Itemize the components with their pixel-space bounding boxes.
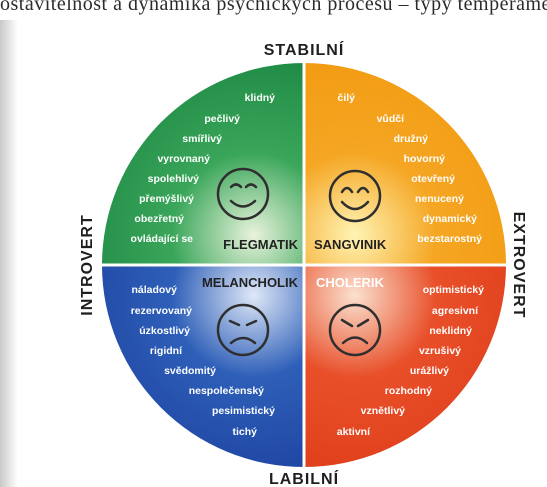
axis-right-label: EXTROVERT [510,212,527,319]
flegmatik-trait: klidný [245,92,276,104]
sangvinik-quadrant [304,63,506,265]
happy-face-icon [328,169,382,223]
flegmatik-label: FLEGMATIK [223,237,298,252]
cholerik-trait: rozhodný [385,385,432,397]
flegmatik-trait: smířlivý [182,133,222,145]
sangvinik-trait: vůdčí [377,113,406,125]
left-edge-shadow [0,20,18,487]
cholerik-trait: vzrušivý [419,345,461,357]
melancholik-trait: nespolečenský [189,385,264,397]
axis-left-label: INTROVERT [79,214,96,315]
angry-face-icon [328,303,382,357]
melancholik-trait: rigidní [150,345,183,357]
sangvinik-trait: hovorný [404,153,446,165]
cholerik-trait-list: optimistický agresivní neklidný vzrušivý… [337,284,484,438]
cholerik-trait: neklidný [429,325,472,337]
flegmatik-trait: vyrovnaný [157,153,210,165]
melancholik-trait: úzkostlivý [139,325,190,337]
cholerik-trait: urážlivý [410,365,449,377]
melancholik-trait: svědomitý [164,365,216,377]
melancholik-trait-list: náladový rezervovaný úzkostlivý rigidní … [131,284,275,438]
calm-smile-face-icon [216,167,270,221]
melancholik-quadrant [102,265,304,467]
melancholik-trait: rezervovaný [131,305,192,317]
sad-face-icon [216,303,270,357]
flegmatik-trait-list: klidný pečlivý smířlivý vyrovnaný spoleh… [131,92,276,245]
sangvinik-trait: otevřený [411,173,455,185]
flegmatik-trait: spolehlivý [148,173,200,185]
cholerik-quadrant [304,265,506,467]
cholerik-label: CHOLERIK [316,275,385,290]
flegmatik-trait: ovládající se [131,233,194,245]
cholerik-trait: aktivní [337,426,371,438]
flegmatik-quadrant [102,63,304,265]
flegmatik-trait: přemýšlivý [139,193,194,205]
sangvinik-trait: družný [394,133,429,145]
melancholik-trait: pesimistický [212,405,275,417]
caption-strip: ostavitelnost a dynamika psychických pro… [0,0,547,15]
axis-top-label: STABILNÍ [264,40,345,59]
cholerik-trait: vznětlivý [361,405,406,417]
cholerik-trait: agresivní [432,305,479,317]
sangvinik-label: SANGVINIK [314,237,387,252]
flegmatik-trait: obezřetný [134,213,184,225]
sangvinik-trait: čilý [337,92,355,104]
axis-bottom-label: LABILNÍ [269,469,339,487]
cholerik-trait: optimistický [423,284,484,296]
melancholik-trait: náladový [131,284,177,296]
sangvinik-trait: dynamický [423,213,477,225]
melancholik-label: MELANCHOLIK [202,275,299,290]
flegmatik-trait: pečlivý [204,113,240,125]
sangvinik-trait: nenucený [415,193,464,205]
sangvinik-trait: bezstarostný [417,233,482,245]
sangvinik-trait-list: čilý vůdčí družný hovorný otevřený nenuc… [337,92,482,245]
melancholik-trait: tichý [232,426,257,438]
